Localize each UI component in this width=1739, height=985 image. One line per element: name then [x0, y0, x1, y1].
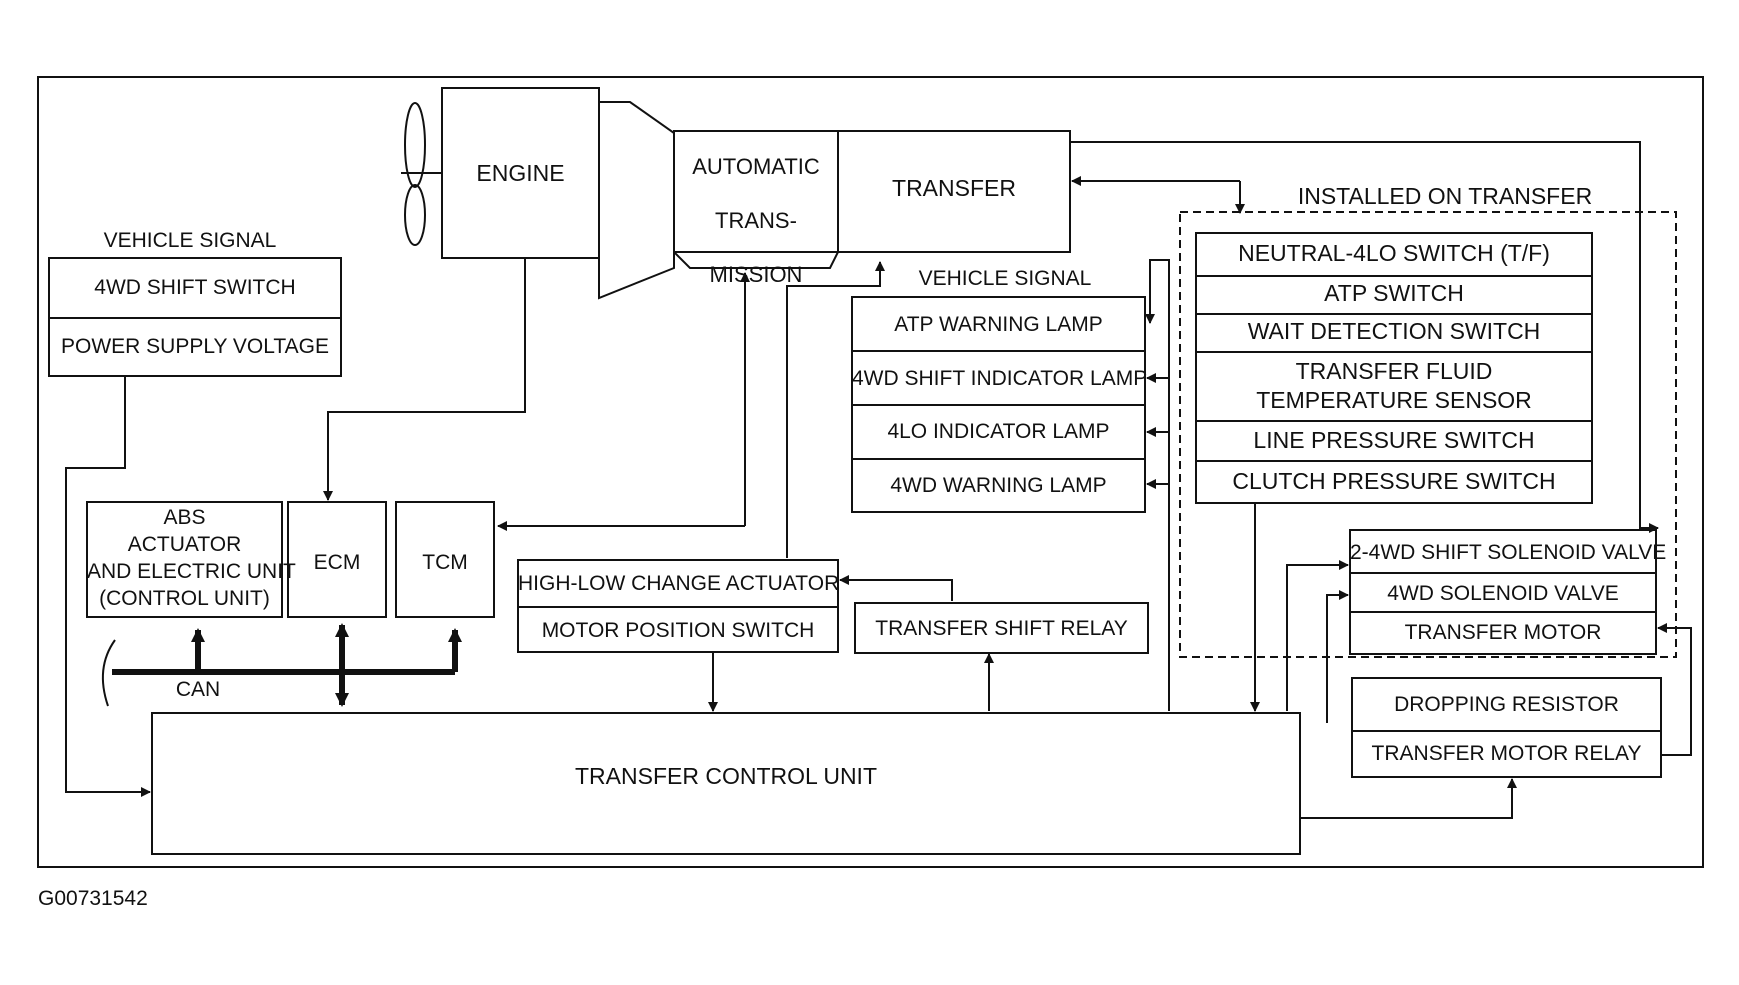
- figure-id: G00731542: [38, 887, 148, 910]
- transfer-motor-relay-label: TRANSFER MOTOR RELAY: [1371, 742, 1642, 765]
- vehicle-signal-lamps-header: VEHICLE SIGNAL: [918, 267, 1092, 290]
- transfer-fluid-label: TRANSFER FLUID: [1295, 358, 1493, 384]
- engine-label: ENGINE: [476, 160, 565, 186]
- dropping-resistor-label: DROPPING RESISTOR: [1394, 693, 1619, 716]
- four-wd-shift-switch-label: 4WD SHIFT SWITCH: [94, 276, 296, 299]
- at-line-2: TRANS-: [715, 208, 797, 233]
- four-wd-warning-lamp-label: 4WD WARNING LAMP: [890, 474, 1107, 497]
- switches-box: [1195, 232, 1593, 504]
- at-line-1: AUTOMATIC: [692, 154, 820, 179]
- power-supply-voltage-label: POWER SUPPLY VOLTAGE: [60, 335, 330, 358]
- clutch-pressure-switch-label: CLUTCH PRESSURE SWITCH: [1232, 468, 1556, 494]
- transfer-box: [837, 130, 1071, 253]
- transfer-motor-label: TRANSFER MOTOR: [1404, 621, 1602, 644]
- motor-group-box: [1351, 677, 1662, 778]
- abs-line-2: ACTUATOR: [127, 533, 242, 556]
- line-pressure-switch-label: LINE PRESSURE SWITCH: [1253, 427, 1535, 453]
- tcm-box: [395, 501, 495, 618]
- vehicle-signal-input-header: VEHICLE SIGNAL: [103, 229, 277, 252]
- ecm-box: [287, 501, 387, 618]
- installed-on-transfer-frame: [1179, 211, 1677, 658]
- fan-icon: [404, 102, 426, 188]
- abs-line-3: AND ELECTRIC UNIT: [87, 560, 296, 583]
- transfer-shift-relay-label: TRANSFER SHIFT RELAY: [875, 617, 1128, 640]
- four-lo-indicator-lamp-label: 4LO INDICATOR LAMP: [887, 420, 1110, 443]
- can-label: CAN: [175, 678, 221, 701]
- abs-box: [86, 501, 283, 618]
- transfer-shift-relay-box: [854, 602, 1149, 654]
- neutral-4lo-switch-label: NEUTRAL-4LO SWITCH (T/F): [1238, 240, 1550, 266]
- ecm-label: ECM: [313, 551, 361, 574]
- tcm-label: TCM: [422, 551, 468, 574]
- installed-on-transfer-header: INSTALLED ON TRANSFER: [1297, 183, 1593, 209]
- abs-line-4: (CONTROL UNIT): [99, 587, 270, 610]
- temperature-sensor-label: TEMPERATURE SENSOR: [1256, 387, 1532, 413]
- four-wd-solenoid-valve-label: 4WD SOLENOID VALVE: [1387, 582, 1619, 605]
- high-low-change-actuator-label: HIGH-LOW CHANGE ACTUATOR: [518, 572, 840, 595]
- transfer-label: TRANSFER: [892, 175, 1016, 201]
- motor-position-switch-label: MOTOR POSITION SWITCH: [541, 619, 815, 642]
- atp-switch-label: ATP SWITCH: [1324, 280, 1464, 306]
- automatic-transmission-label: AUTOMATIC TRANS- MISSION: [674, 153, 838, 288]
- at-line-3: MISSION: [709, 262, 803, 287]
- abs-label: ABS ACTUATOR AND ELECTRIC UNIT (CONTROL …: [87, 504, 296, 612]
- abs-line-1: ABS: [163, 506, 206, 529]
- outer-frame: [37, 76, 1704, 868]
- four-wd-shift-indicator-lamp-label: 4WD SHIFT INDICATOR LAMP: [852, 367, 1148, 390]
- valves-box: [1349, 529, 1657, 655]
- atp-warning-lamp-label: ATP WARNING LAMP: [894, 313, 1103, 336]
- shift-solenoid-valve-label: 2-4WD SHIFT SOLENOID VALVE: [1350, 541, 1667, 564]
- transfer-control-unit-box: [151, 712, 1301, 855]
- wait-detection-switch-label: WAIT DETECTION SWITCH: [1247, 318, 1541, 344]
- transfer-control-unit-label: TRANSFER CONTROL UNIT: [575, 763, 877, 789]
